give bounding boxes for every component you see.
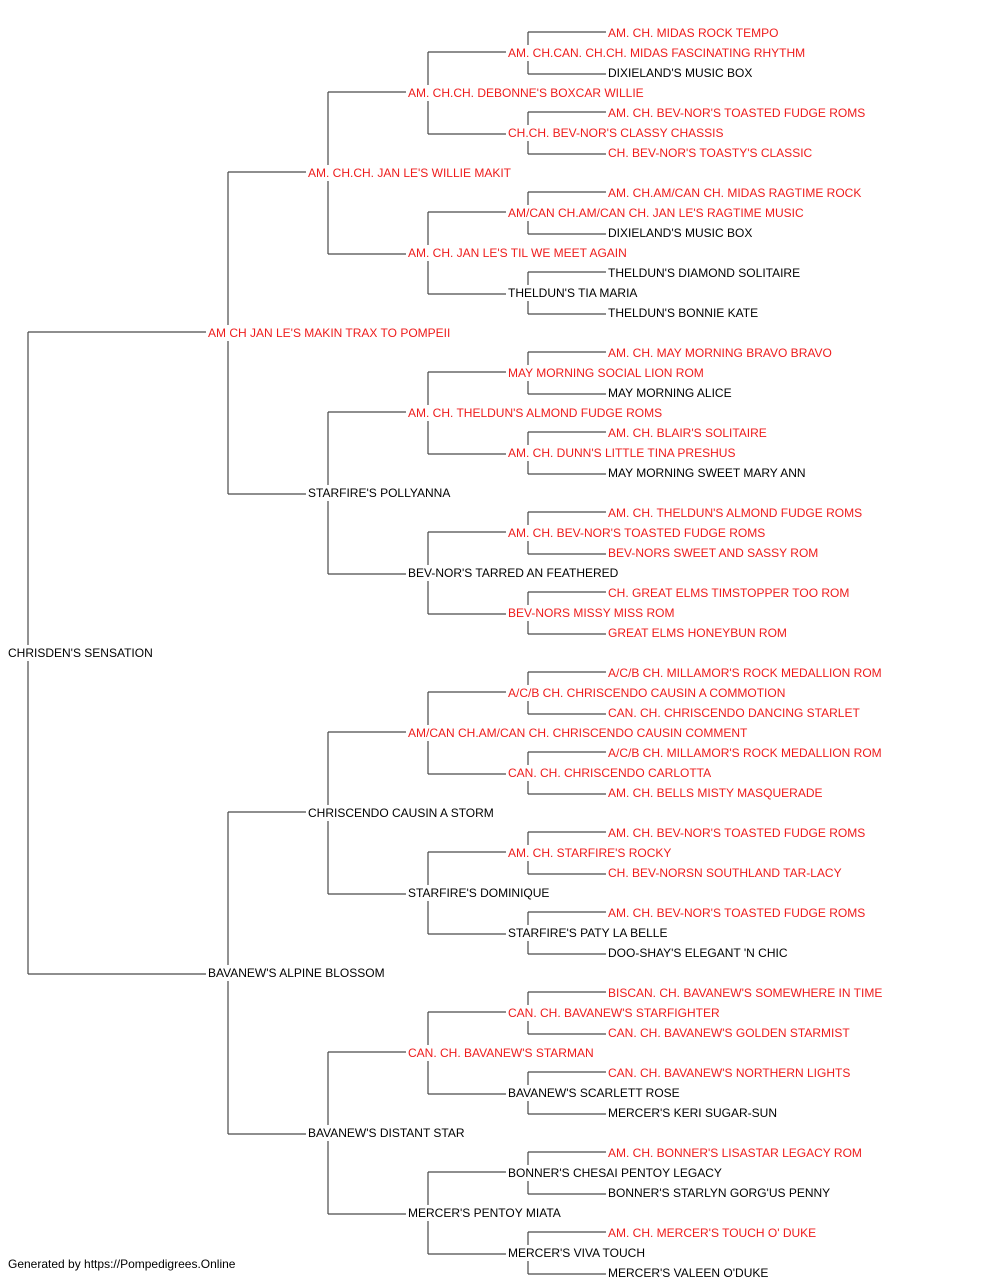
dog-name-gen3: MERCER'S PENTOY MIATA	[408, 1206, 561, 1220]
dog-name-gen5: AM. CH. MIDAS ROCK TEMPO	[608, 26, 779, 40]
dog-name-gen1: BAVANEW'S ALPINE BLOSSOM	[208, 966, 385, 980]
dog-name-gen4: A/C/B CH. CHRISCENDO CAUSIN A COMMOTION	[508, 686, 786, 700]
dog-name-gen5: CAN. CH. BAVANEW'S NORTHERN LIGHTS	[608, 1066, 851, 1080]
dog-name-gen5: CH. BEV-NORSN SOUTHLAND TAR-LACY	[608, 866, 842, 880]
dog-name-gen5: BONNER'S STARLYN GORG'US PENNY	[608, 1186, 831, 1200]
dog-name-gen4: CAN. CH. BAVANEW'S STARFIGHTER	[508, 1006, 720, 1020]
dog-name-gen3: STARFIRE'S DOMINIQUE	[408, 886, 550, 900]
dog-name-gen5: AM. CH. MERCER'S TOUCH O' DUKE	[608, 1226, 817, 1240]
dog-name-gen2: CHRISCENDO CAUSIN A STORM	[308, 806, 494, 820]
dog-name-gen5: AM. CH.AM/CAN CH. MIDAS RAGTIME ROCK	[608, 186, 862, 200]
dog-name-gen4: AM. CH. STARFIRE'S ROCKY	[508, 846, 672, 860]
dog-name-gen5: CH. GREAT ELMS TIMSTOPPER TOO ROM	[608, 586, 850, 600]
footer-credit: Generated by https://Pompedigrees.Online	[8, 1257, 236, 1271]
dog-name-gen5: AM. CH. BEV-NOR'S TOASTED FUDGE ROMS	[608, 906, 866, 920]
dog-name-gen5: MAY MORNING SWEET MARY ANN	[608, 466, 806, 480]
dog-name-gen5: AM. CH. BONNER'S LISASTAR LEGACY ROM	[608, 1146, 862, 1160]
dog-name-gen3: AM. CH. THELDUN'S ALMOND FUDGE ROMS	[408, 406, 663, 420]
dog-name-gen4: CH.CH. BEV-NOR'S CLASSY CHASSIS	[508, 126, 724, 140]
dog-name-gen4: BAVANEW'S SCARLETT ROSE	[508, 1086, 680, 1100]
dog-name-gen5: CAN. CH. BAVANEW'S GOLDEN STARMIST	[608, 1026, 850, 1040]
dog-name-gen5: AM. CH. MAY MORNING BRAVO BRAVO	[608, 346, 832, 360]
dog-name-gen4: MERCER'S VIVA TOUCH	[508, 1246, 645, 1260]
dog-name-gen4: AM. CH.CAN. CH.CH. MIDAS FASCINATING RHY…	[508, 46, 806, 60]
dog-name-gen3: AM/CAN CH.AM/CAN CH. CHRISCENDO CAUSIN C…	[408, 726, 748, 740]
dog-name-gen5: THELDUN'S DIAMOND SOLITAIRE	[608, 266, 801, 280]
dog-name-gen4: BEV-NORS MISSY MISS ROM	[508, 606, 675, 620]
dog-name-gen4: THELDUN'S TIA MARIA	[508, 286, 638, 300]
dog-name-gen5: CAN. CH. CHRISCENDO DANCING STARLET	[608, 706, 860, 720]
dog-name-gen5: AM. CH. THELDUN'S ALMOND FUDGE ROMS	[608, 506, 863, 520]
dog-name-gen5: AM. CH. BLAIR'S SOLITAIRE	[608, 426, 767, 440]
dog-name-gen5: BISCAN. CH. BAVANEW'S SOMEWHERE IN TIME	[608, 986, 883, 1000]
dog-name-gen1: AM CH JAN LE'S MAKIN TRAX TO POMPEII	[208, 326, 451, 340]
dog-name-gen4: STARFIRE'S PATY LA BELLE	[508, 926, 668, 940]
dog-name-gen5: DIXIELAND'S MUSIC BOX	[608, 226, 753, 240]
dog-name-gen5: AM. CH. BELLS MISTY MASQUERADE	[608, 786, 823, 800]
dog-name-gen2: AM. CH.CH. JAN LE'S WILLIE MAKIT	[308, 166, 511, 180]
dog-name-gen3: AM. CH. JAN LE'S TIL WE MEET AGAIN	[408, 246, 627, 260]
dog-name-gen4: AM/CAN CH.AM/CAN CH. JAN LE'S RAGTIME MU…	[508, 206, 804, 220]
dog-name-gen5: BEV-NORS SWEET AND SASSY ROM	[608, 546, 819, 560]
dog-name-gen5: AM. CH. BEV-NOR'S TOASTED FUDGE ROMS	[608, 826, 866, 840]
dog-name-gen4: CAN. CH. CHRISCENDO CARLOTTA	[508, 766, 712, 780]
dog-name-gen4: BONNER'S CHESAI PENTOY LEGACY	[508, 1166, 722, 1180]
dog-name-gen2: BAVANEW'S DISTANT STAR	[308, 1126, 465, 1140]
dog-name-gen3: CAN. CH. BAVANEW'S STARMAN	[408, 1046, 594, 1060]
dog-name-gen5: A/C/B CH. MILLAMOR'S ROCK MEDALLION ROM	[608, 746, 882, 760]
dog-name-gen3: AM. CH.CH. DEBONNE'S BOXCAR WILLIE	[408, 86, 644, 100]
dog-name-gen5: CH. BEV-NOR'S TOASTY'S CLASSIC	[608, 146, 813, 160]
dog-name-gen5: A/C/B CH. MILLAMOR'S ROCK MEDALLION ROM	[608, 666, 882, 680]
dog-name-gen5: MAY MORNING ALICE	[608, 386, 732, 400]
dog-name-gen5: MERCER'S VALEEN O'DUKE	[608, 1266, 769, 1280]
dog-name-gen5: THELDUN'S BONNIE KATE	[608, 306, 759, 320]
dog-name-gen4: AM. CH. BEV-NOR'S TOASTED FUDGE ROMS	[508, 526, 766, 540]
dog-name-gen4: MAY MORNING SOCIAL LION ROM	[508, 366, 704, 380]
dog-name-gen2: STARFIRE'S POLLYANNA	[308, 486, 451, 500]
dog-name-gen5: GREAT ELMS HONEYBUN ROM	[608, 626, 787, 640]
dog-name-gen4: AM. CH. DUNN'S LITTLE TINA PRESHUS	[508, 446, 736, 460]
dog-name-gen3: BEV-NOR'S TARRED AN FEATHERED	[408, 566, 619, 580]
dog-name-gen5: MERCER'S KERI SUGAR-SUN	[608, 1106, 777, 1120]
dog-name-gen0: CHRISDEN'S SENSATION	[8, 646, 153, 660]
dog-name-gen5: AM. CH. BEV-NOR'S TOASTED FUDGE ROMS	[608, 106, 866, 120]
dog-name-gen5: DIXIELAND'S MUSIC BOX	[608, 66, 753, 80]
dog-name-gen5: DOO-SHAY'S ELEGANT 'N CHIC	[608, 946, 788, 960]
